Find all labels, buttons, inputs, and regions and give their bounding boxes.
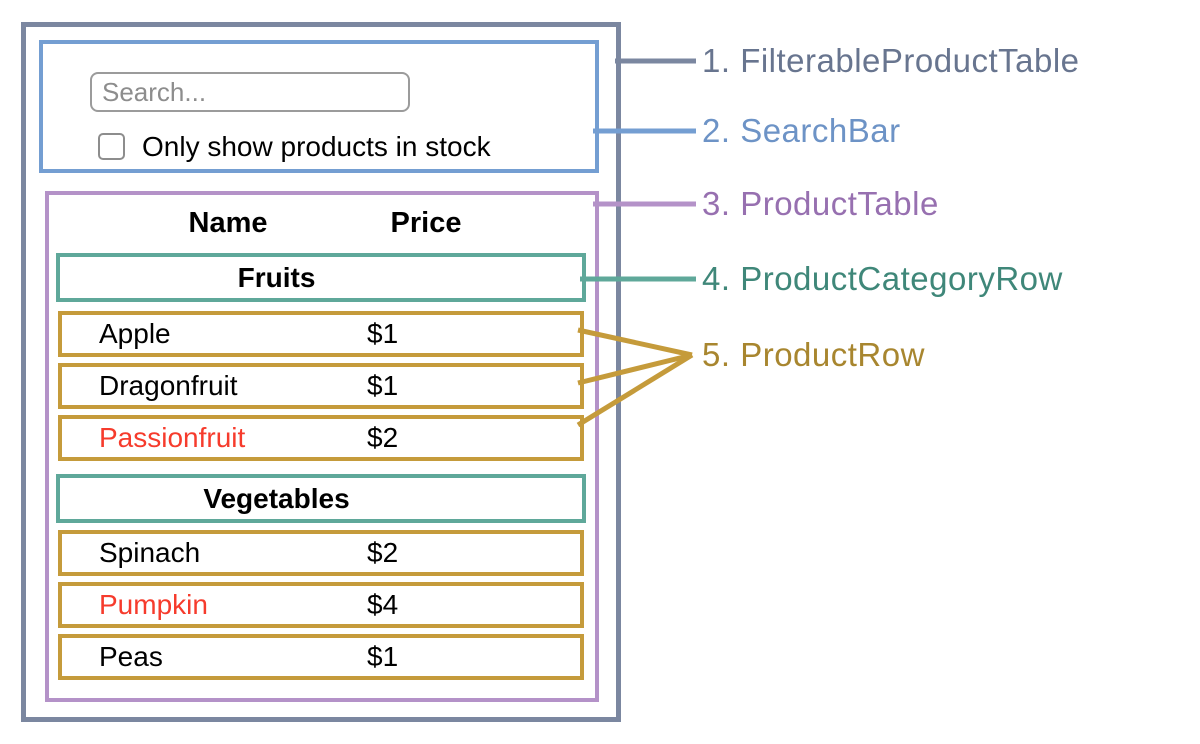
product-price: $1 [367, 370, 399, 401]
product-price: $1 [367, 641, 399, 672]
product-name: Passionfruit [99, 422, 246, 453]
category-label: Fruits [237, 262, 316, 293]
search-input[interactable] [90, 72, 410, 112]
column-header-price: Price [390, 207, 462, 239]
category-label: Vegetables [203, 483, 350, 514]
product-name: Pumpkin [99, 589, 208, 620]
product-price: $1 [367, 318, 399, 349]
annotation-product-table: 3. ProductTable [702, 185, 939, 222]
product-price: $4 [367, 589, 399, 620]
search-bar-box: Only show products in stock [39, 40, 599, 173]
product-row-pumpkin: Pumpkin $4 [58, 582, 584, 628]
product-row-apple: Apple $1 [58, 311, 584, 357]
product-row-spinach: Spinach $2 [58, 530, 584, 576]
category-row-fruits: Fruits [56, 253, 586, 302]
category-row-vegetables: Vegetables [56, 474, 586, 523]
annotation-product-row: 5. ProductRow [702, 336, 925, 373]
annotation-product-category-row: 4. ProductCategoryRow [702, 260, 1063, 297]
product-price: $2 [367, 422, 399, 453]
in-stock-checkbox[interactable] [98, 133, 125, 160]
column-header-name: Name [188, 207, 268, 239]
product-name: Peas [99, 641, 163, 672]
product-row-dragonfruit: Dragonfruit $1 [58, 363, 584, 409]
product-row-passionfruit: Passionfruit $2 [58, 415, 584, 461]
filterable-product-table-box: Only show products in stock Name Price F… [21, 22, 621, 722]
product-table-box: Name Price Fruits Apple $1 Dragonfruit $… [45, 191, 599, 702]
in-stock-checkbox-label: Only show products in stock [142, 131, 491, 162]
product-name: Apple [99, 318, 171, 349]
annotation-filterable-product-table: 1. FilterableProductTable [702, 42, 1080, 79]
product-name: Spinach [99, 537, 201, 568]
product-name: Dragonfruit [99, 370, 238, 401]
product-price: $2 [367, 537, 399, 568]
product-row-peas: Peas $1 [58, 634, 584, 680]
annotation-search-bar: 2. SearchBar [702, 112, 901, 149]
in-stock-filter: Only show products in stock [98, 132, 491, 161]
